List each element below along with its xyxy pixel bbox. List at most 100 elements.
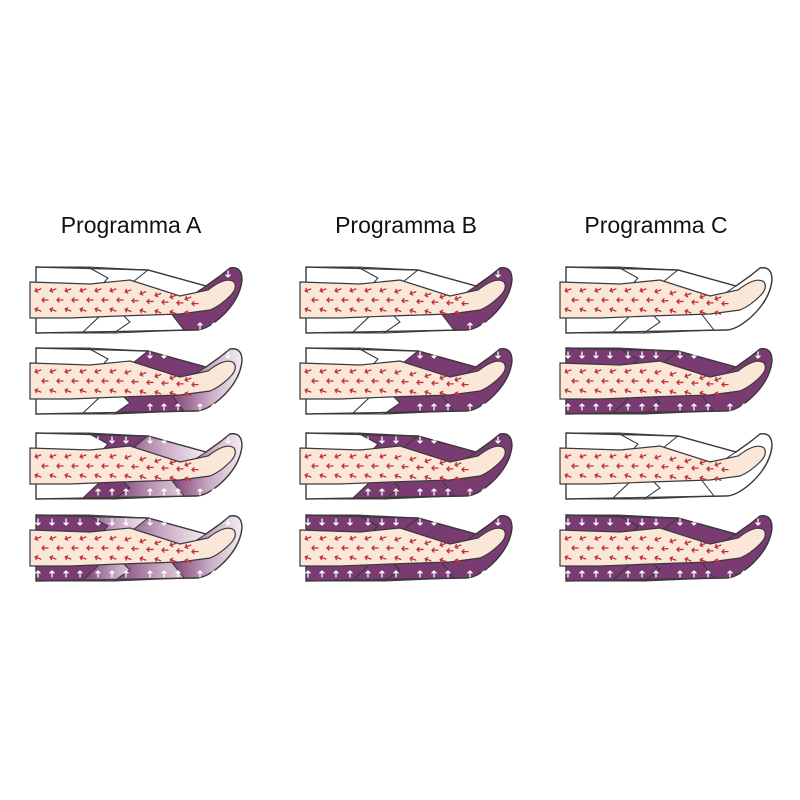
white-arrow-icon bbox=[175, 351, 181, 359]
red-arrow-icon bbox=[409, 556, 417, 562]
red-arrow-icon bbox=[669, 456, 677, 462]
red-arrow-icon bbox=[416, 298, 424, 305]
leg-b-1 bbox=[299, 266, 513, 334]
red-arrow-icon bbox=[191, 548, 199, 555]
red-arrow-icon bbox=[639, 555, 647, 561]
red-arrow-icon bbox=[424, 474, 432, 481]
pressure-arrows bbox=[34, 453, 199, 482]
white-arrow-icon bbox=[175, 436, 181, 444]
red-arrow-icon bbox=[654, 388, 662, 394]
white-arrow-icon bbox=[417, 488, 423, 496]
white-arrow-icon bbox=[495, 518, 501, 526]
white-arrow-icon bbox=[481, 351, 487, 359]
red-arrow-icon bbox=[94, 368, 102, 374]
white-arrow-icon bbox=[481, 436, 487, 444]
white-arrow-icon bbox=[431, 436, 437, 444]
red-arrow-icon bbox=[109, 368, 117, 374]
red-arrow-icon bbox=[34, 535, 42, 541]
white-arrow-icon bbox=[211, 570, 217, 578]
red-arrow-icon bbox=[394, 288, 402, 294]
red-arrow-icon bbox=[94, 473, 102, 479]
red-arrow-icon bbox=[131, 298, 139, 304]
red-arrow-icon bbox=[124, 536, 132, 542]
red-arrow-icon bbox=[424, 458, 432, 464]
red-arrow-icon bbox=[94, 453, 102, 459]
red-arrow-icon bbox=[691, 380, 699, 386]
white-arrow-icon bbox=[639, 570, 645, 578]
red-arrow-icon bbox=[564, 368, 572, 374]
red-arrow-icon bbox=[349, 473, 357, 479]
red-arrow-icon bbox=[609, 453, 617, 459]
red-arrow-icon bbox=[109, 473, 117, 479]
white-arrow-icon bbox=[393, 570, 399, 578]
red-arrow-icon bbox=[654, 288, 662, 294]
red-arrow-icon bbox=[721, 466, 729, 473]
red-arrow-icon bbox=[304, 473, 312, 479]
white-arrow-icon bbox=[161, 403, 167, 411]
white-arrow-icon bbox=[123, 436, 129, 444]
red-arrow-icon bbox=[609, 473, 617, 479]
red-arrow-icon bbox=[34, 453, 42, 459]
red-arrow-icon bbox=[624, 388, 632, 394]
red-arrow-icon bbox=[379, 307, 387, 313]
red-arrow-icon bbox=[304, 307, 312, 313]
red-arrow-icon bbox=[646, 378, 654, 384]
white-arrow-icon bbox=[565, 351, 571, 359]
red-arrow-icon bbox=[139, 371, 147, 377]
white-arrow-icon bbox=[607, 403, 613, 411]
white-arrow-icon bbox=[95, 488, 101, 496]
white-arrow-icon bbox=[197, 351, 203, 359]
red-arrow-icon bbox=[431, 299, 439, 305]
pressure-arrows bbox=[304, 453, 469, 482]
white-arrow-icon bbox=[225, 403, 231, 411]
white-arrow-icon bbox=[431, 351, 437, 359]
red-arrow-icon bbox=[439, 390, 447, 396]
leg-c-3 bbox=[559, 432, 773, 500]
red-arrow-icon bbox=[401, 298, 409, 304]
white-arrow-icon bbox=[579, 518, 585, 526]
white-arrow-icon bbox=[607, 570, 613, 578]
red-arrow-icon bbox=[94, 287, 102, 293]
red-arrow-icon bbox=[109, 388, 117, 394]
leg-a-3 bbox=[29, 432, 243, 500]
pressure-arrows bbox=[34, 368, 199, 397]
red-arrow-icon bbox=[684, 474, 692, 481]
red-arrow-icon bbox=[334, 473, 342, 479]
red-arrow-icon bbox=[334, 388, 342, 394]
white-arrow-icon bbox=[481, 403, 487, 411]
white-arrow-icon bbox=[225, 351, 231, 359]
red-arrow-icon bbox=[116, 378, 124, 384]
red-arrow-icon bbox=[586, 545, 594, 551]
cuff-outline bbox=[565, 432, 773, 500]
red-arrow-icon bbox=[579, 368, 587, 374]
red-arrow-icon bbox=[184, 476, 192, 482]
red-arrow-icon bbox=[624, 307, 632, 313]
program-c-title: Programma C bbox=[584, 212, 728, 238]
white-arrow-icon bbox=[593, 351, 599, 359]
red-arrow-icon bbox=[79, 555, 87, 561]
white-arrow-icon bbox=[95, 570, 101, 578]
red-arrow-icon bbox=[334, 368, 342, 374]
red-arrow-icon bbox=[454, 461, 462, 468]
red-arrow-icon bbox=[64, 287, 72, 293]
red-arrow-icon bbox=[184, 391, 192, 397]
white-arrow-icon bbox=[727, 518, 733, 526]
red-arrow-icon bbox=[714, 461, 722, 468]
red-arrow-icon bbox=[379, 555, 387, 561]
white-arrow-icon bbox=[175, 488, 181, 496]
red-arrow-icon bbox=[461, 466, 469, 473]
red-arrow-icon bbox=[454, 376, 462, 383]
white-arrow-icon bbox=[161, 518, 167, 526]
white-arrow-icon bbox=[467, 351, 473, 359]
red-arrow-icon bbox=[669, 474, 677, 480]
white-arrow-icon bbox=[175, 403, 181, 411]
red-arrow-icon bbox=[169, 294, 177, 300]
red-arrow-icon bbox=[146, 546, 154, 553]
white-arrow-icon bbox=[625, 570, 631, 578]
red-arrow-icon bbox=[706, 381, 714, 387]
red-arrow-icon bbox=[371, 545, 379, 551]
red-arrow-icon bbox=[86, 545, 94, 551]
red-arrow-icon bbox=[319, 473, 327, 479]
white-arrow-icon bbox=[197, 518, 203, 526]
red-arrow-icon bbox=[401, 464, 409, 470]
